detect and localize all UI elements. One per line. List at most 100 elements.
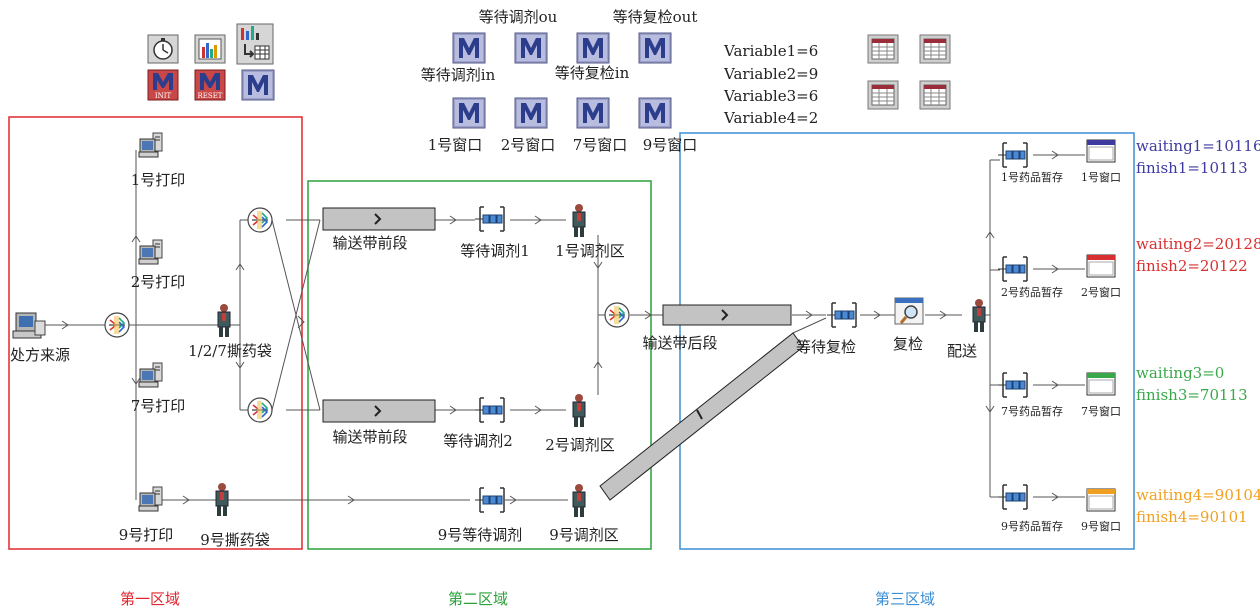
variable2: Variable2=9 xyxy=(723,65,818,83)
node-window2: 2号窗口 xyxy=(1081,285,1121,299)
node-store7: 7号药品暂存 xyxy=(1001,404,1063,418)
queue-icon[interactable] xyxy=(475,488,504,512)
method-icon[interactable] xyxy=(453,98,485,128)
label-win9-method: 9号窗口 xyxy=(643,136,698,154)
node-print7: 7号打印 xyxy=(131,397,186,415)
label-wait-recheck-in: 等待复检in xyxy=(555,64,630,82)
stat-waiting2: waiting2=20128 xyxy=(1136,235,1260,253)
conveyor-front-b[interactable] xyxy=(323,400,435,422)
node-area9: 9号调剂区 xyxy=(549,526,619,544)
clock-icon[interactable] xyxy=(148,35,178,63)
node-store2: 2号药品暂存 xyxy=(1001,285,1063,299)
printer2-icon[interactable] xyxy=(139,240,162,264)
label-wait-dispense-in: 等待调剂in xyxy=(421,66,496,84)
printer1-icon[interactable] xyxy=(139,133,162,157)
variable1: Variable1=6 xyxy=(723,42,818,60)
zone2-label: 第二区域 xyxy=(448,590,508,608)
conveyor-diagonal[interactable] xyxy=(600,333,803,500)
node-wait-disp1: 等待调剂1 xyxy=(460,242,530,260)
node-wait-disp2: 等待调剂2 xyxy=(443,432,513,450)
node-window7: 7号窗口 xyxy=(1081,404,1121,418)
method-icon[interactable] xyxy=(242,70,274,100)
node-store9: 9号药品暂存 xyxy=(1001,519,1063,533)
label-wait-recheck-out: 等待复检out xyxy=(613,8,698,26)
node-source: 处方来源 xyxy=(10,346,70,364)
node-print2: 2号打印 xyxy=(131,273,186,291)
node-window9: 9号窗口 xyxy=(1081,519,1121,533)
worker-area2-icon[interactable] xyxy=(573,394,585,427)
node-conv-rear: 输送带后段 xyxy=(642,334,717,352)
window1-icon[interactable] xyxy=(1087,140,1115,162)
chart-table-icon[interactable] xyxy=(237,24,273,64)
zone3-label: 第三区域 xyxy=(875,590,935,608)
stat-finish3: finish3=70113 xyxy=(1136,386,1248,404)
collector-icon[interactable] xyxy=(605,303,629,327)
store9-icon[interactable] xyxy=(998,485,1027,509)
node-store1: 1号药品暂存 xyxy=(1001,170,1063,184)
method-icon[interactable] xyxy=(577,33,609,63)
variable3: Variable3=6 xyxy=(723,87,818,105)
reset-label: RESET xyxy=(198,92,223,100)
label-win2-method: 2号窗口 xyxy=(501,136,556,154)
stat-waiting3: waiting3=0 xyxy=(1136,364,1224,382)
zone1-label: 第一区域 xyxy=(120,590,180,608)
table-icon[interactable] xyxy=(920,81,950,109)
node-window1: 1号窗口 xyxy=(1081,170,1121,184)
store7-icon[interactable] xyxy=(998,373,1027,397)
table-icon[interactable] xyxy=(868,81,898,109)
method-icon[interactable] xyxy=(639,33,671,63)
init-label: INIT xyxy=(155,92,172,100)
source-icon[interactable] xyxy=(13,313,45,338)
splitter-upper-icon[interactable] xyxy=(248,208,272,232)
printer7-icon[interactable] xyxy=(139,363,162,387)
queue-icon[interactable] xyxy=(475,207,504,231)
label-win7-method: 7号窗口 xyxy=(573,136,628,154)
method-icon[interactable] xyxy=(515,98,547,128)
node-area1: 1号调剂区 xyxy=(555,242,625,260)
node-conv-front-a: 输送带前段 xyxy=(332,234,407,252)
init-button[interactable]: INIT xyxy=(148,70,178,100)
store1-icon[interactable] xyxy=(998,143,1027,167)
stat-finish2: finish2=20122 xyxy=(1136,257,1248,275)
method-icon[interactable] xyxy=(515,33,547,63)
recheck-icon[interactable] xyxy=(895,298,923,324)
reset-button[interactable]: RESET xyxy=(195,70,225,100)
node-wait-recheck: 等待复检 xyxy=(796,338,856,356)
node-conv-front-b: 输送带前段 xyxy=(332,428,407,446)
queue-icon[interactable] xyxy=(475,398,504,422)
worker-area9-icon[interactable] xyxy=(573,484,585,517)
node-wait-disp9: 9号等待调剂 xyxy=(438,526,523,544)
conveyor-rear[interactable] xyxy=(663,305,791,325)
worker-tear9-icon[interactable] xyxy=(216,483,228,516)
store2-icon[interactable] xyxy=(998,257,1027,281)
table-icon[interactable] xyxy=(920,35,950,63)
node-print9: 9号打印 xyxy=(119,526,174,544)
worker-tear127-icon[interactable] xyxy=(218,304,230,337)
worker-dispatch-icon[interactable] xyxy=(973,299,985,332)
stat-finish4: finish4=90101 xyxy=(1136,508,1248,526)
window2-icon[interactable] xyxy=(1087,255,1115,277)
stat-waiting1: waiting1=10116 xyxy=(1136,137,1260,155)
chart-icon[interactable] xyxy=(195,35,225,63)
variable4: Variable4=2 xyxy=(723,109,818,127)
label-wait-dispense-ou: 等待调剂ou xyxy=(479,8,558,26)
window7-icon[interactable] xyxy=(1087,373,1115,395)
node-recheck: 复检 xyxy=(893,335,923,353)
splitter-icon[interactable] xyxy=(105,313,129,337)
node-tear9: 9号撕药袋 xyxy=(200,531,270,549)
method-icon[interactable] xyxy=(639,98,671,128)
node-area2: 2号调剂区 xyxy=(545,436,615,454)
queue-icon[interactable] xyxy=(827,303,856,327)
splitter-lower-icon[interactable] xyxy=(248,398,272,422)
worker-area1-icon[interactable] xyxy=(573,204,585,237)
stat-finish1: finish1=10113 xyxy=(1136,159,1248,177)
method-icon[interactable] xyxy=(453,33,485,63)
window9-icon[interactable] xyxy=(1087,489,1115,511)
stat-waiting4: waiting4=90104 xyxy=(1136,486,1260,504)
method-icon[interactable] xyxy=(577,98,609,128)
label-win1-method: 1号窗口 xyxy=(428,136,483,154)
conveyor-front-a[interactable] xyxy=(323,208,435,230)
table-icon[interactable] xyxy=(868,35,898,63)
printer9-icon[interactable] xyxy=(139,487,162,511)
node-dispatch: 配送 xyxy=(947,342,977,360)
